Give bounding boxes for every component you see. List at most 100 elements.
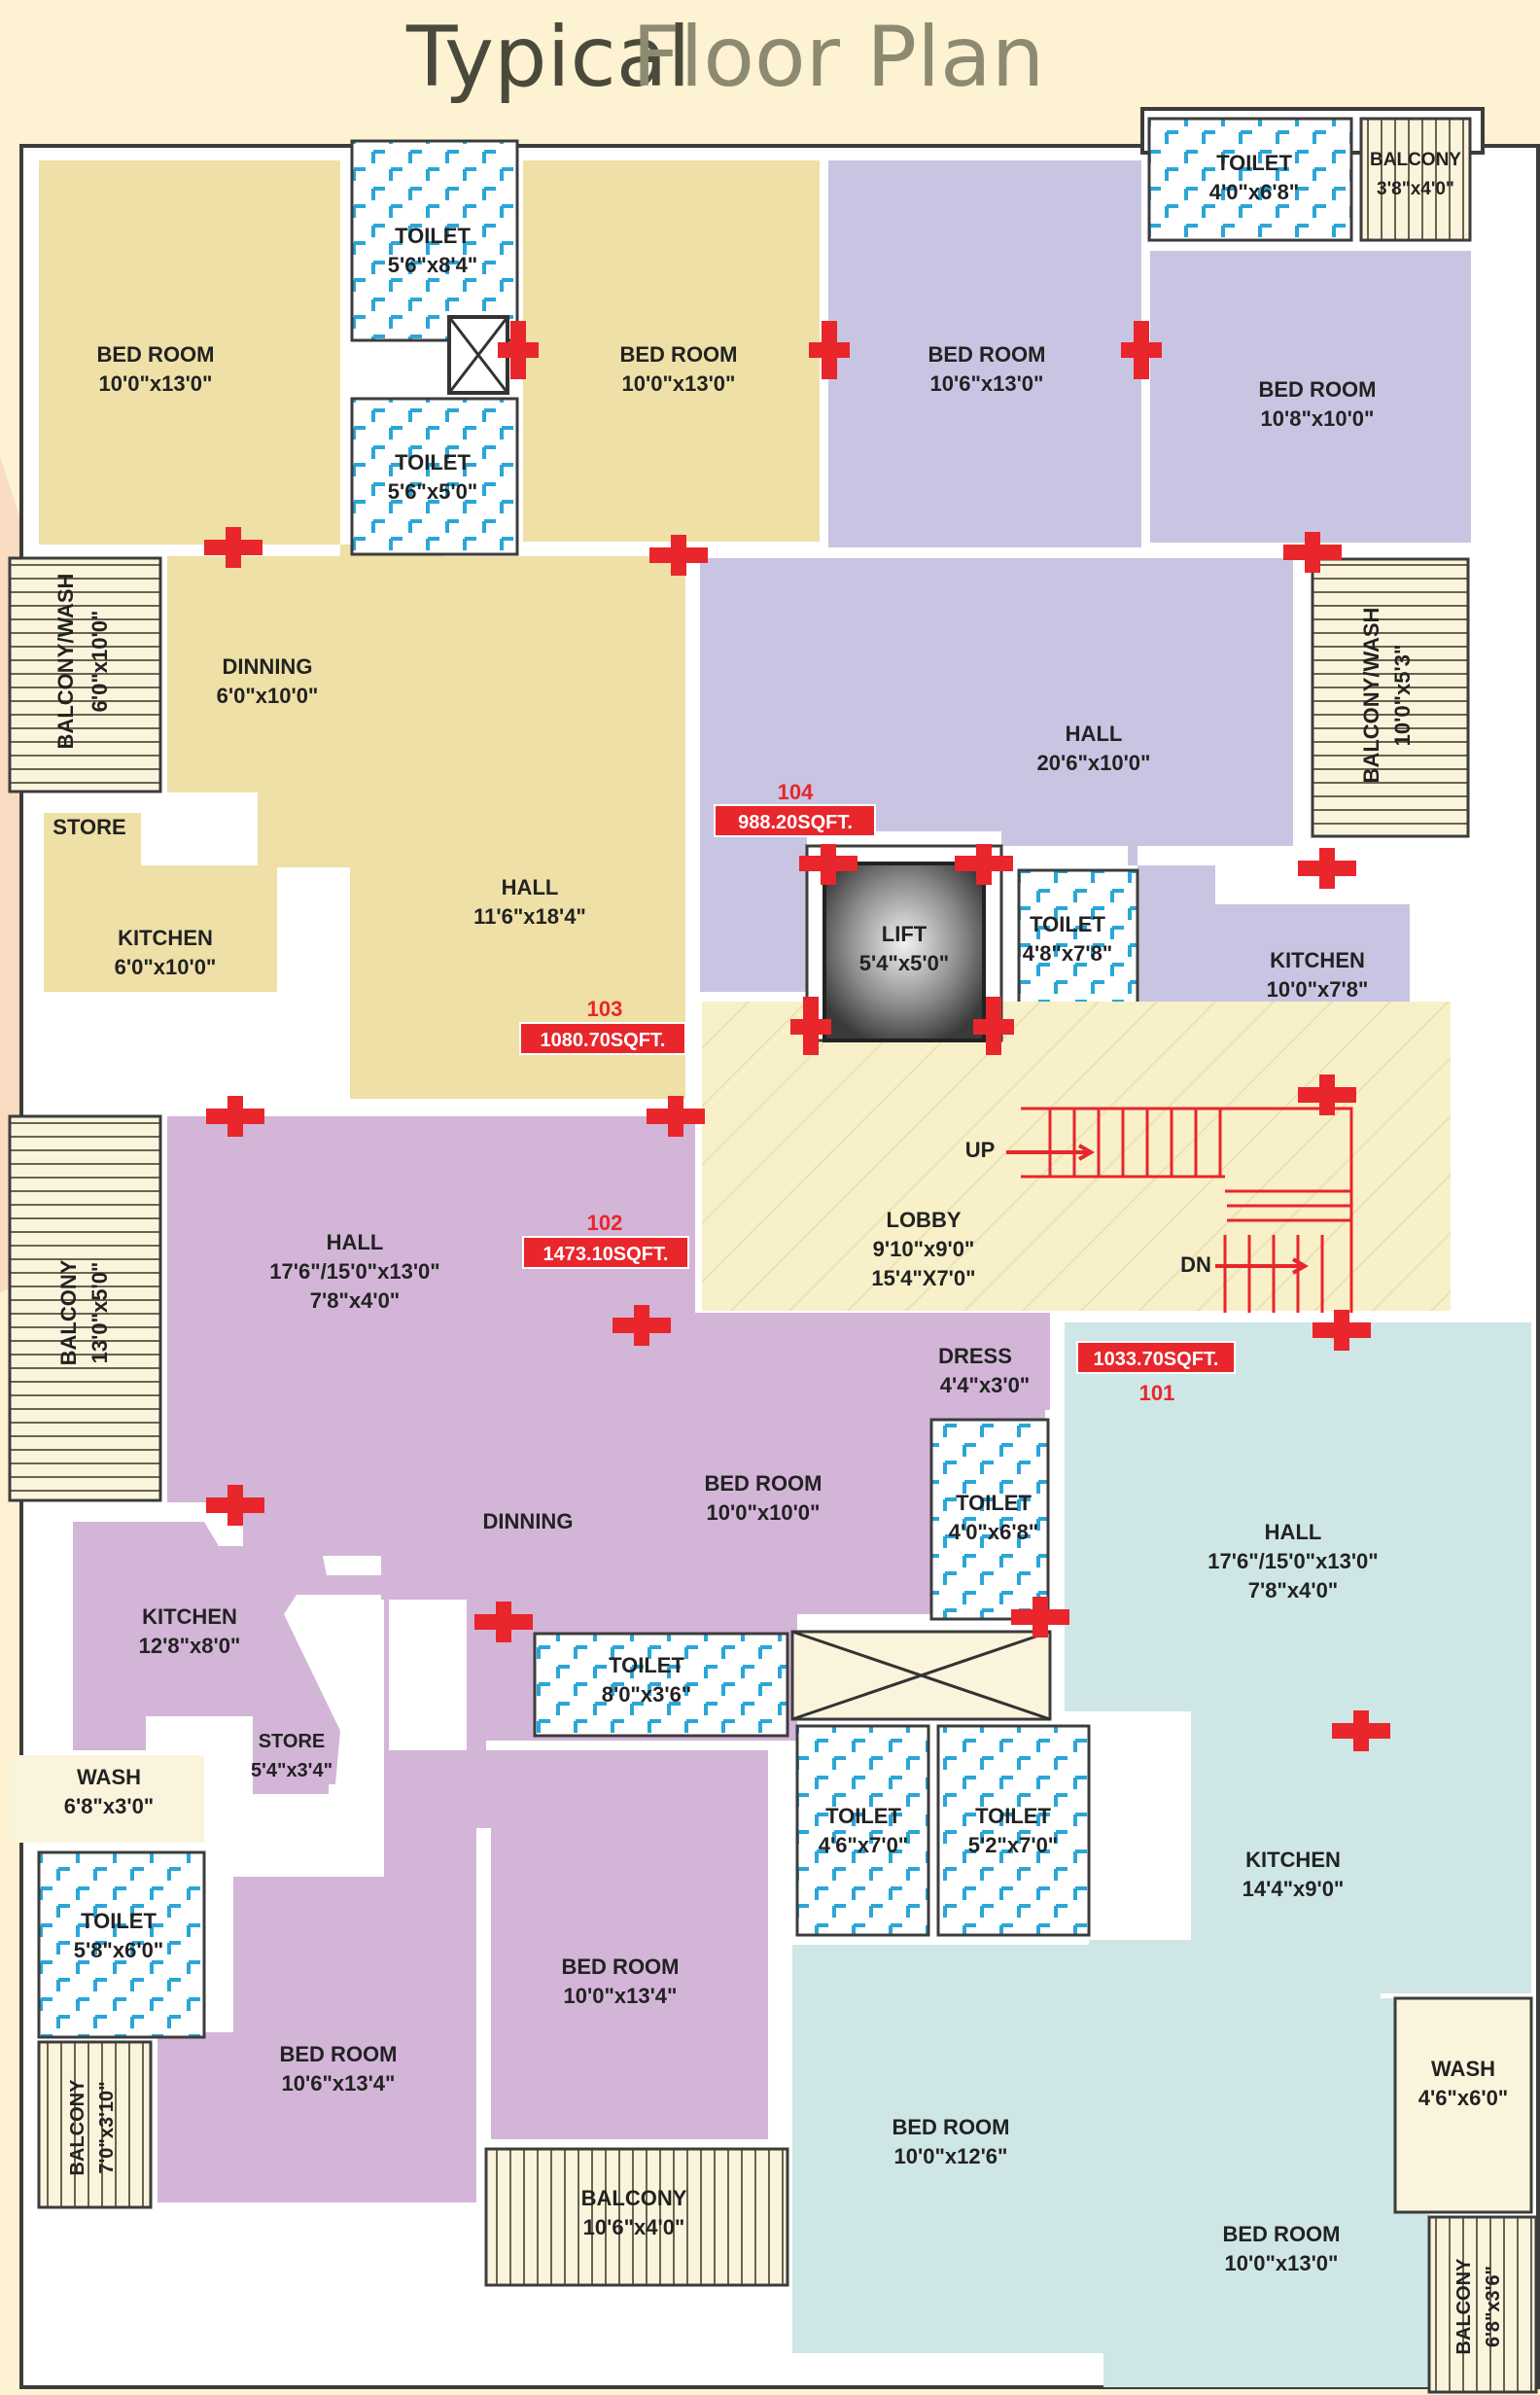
unit-number: 102 [587,1211,623,1235]
bedroom-103-1 [39,160,340,545]
unit-103 [8,139,820,1099]
room-dimension: 10'6"x13'4" [282,2071,396,2096]
room-dimension: 20'6"x10'0" [1037,751,1151,775]
room-name: TOILET [975,1804,1051,1828]
room-name: WASH [77,1765,141,1789]
room-dimension: 13'0"x5'0" [88,1262,112,1364]
room-dimension: 6'8"x3'6" [1483,2266,1504,2347]
unit-badge-102: 102 1473.10SQFT. [522,1211,689,1269]
unit-area: 1080.70SQFT. [541,1030,666,1051]
doors [204,321,1390,1751]
room-dimension: 4'8"x7'8" [1023,941,1113,966]
room-dimension: 4'6"x6'0" [1418,2086,1509,2110]
lobby-core [702,844,1451,1313]
unit-badge-103: 103 1080.70SQFT. [519,997,686,1055]
room-name: TOILET [956,1491,1032,1515]
room-dimension: 4'4"x3'0" [940,1373,1031,1397]
toilet-102-2 [533,1632,789,1738]
room-dimension: 10'0"x7'8" [1267,977,1369,1002]
room-name: BALCONY/WASH [1359,608,1383,784]
room-name: BED ROOM [280,2042,398,2066]
unit-area: 988.20SQFT. [738,812,853,833]
title-part-floor-plan: Floor Plan [632,9,1044,106]
room-dimension: 8'0"x3'6" [602,1682,692,1707]
room-dimension: 9'10"x9'0" [873,1237,975,1261]
room-name: BALCONY [56,1259,81,1365]
lift [822,862,986,1042]
room-dimension: 5'6"x8'4" [388,253,478,277]
room-dimension: 6'8"x3'0" [64,1794,155,1818]
balcony-104-1 [1359,117,1472,242]
kitchen-101 [1201,1721,1531,1993]
wash-101 [1393,1996,1533,2214]
room-dimension: 15'4"X7'0" [871,1266,975,1290]
room-name: LOBBY [887,1208,962,1232]
room-dimension: 6'0"x10'0" [115,955,217,979]
room-name: BALCONY [581,2186,687,2210]
stair-down-label: DN [1180,1252,1211,1277]
room-dimension: 10'8"x10'0" [1261,406,1375,431]
room-name: DRESS [938,1344,1012,1368]
stair-up-label: UP [965,1138,996,1162]
unit-number: 104 [778,780,814,804]
room-dimension: 17'6"/15'0"x13'0" [269,1259,439,1284]
room-dimension: 5'8"x6'0" [74,1938,164,1962]
room-name: TOILET [395,224,471,248]
room-name: BED ROOM [1259,377,1377,402]
unit-area: 1473.10SQFT. [543,1244,669,1265]
room-name: KITCHEN [1270,948,1365,972]
bedrooms-101 [792,1940,1531,2387]
room-name: BALCONY [1453,2258,1475,2355]
room-name: BED ROOM [620,342,738,367]
store-102 [253,1716,329,1794]
kitchen-102 [73,1522,340,1784]
room-name: BALCONY/WASH [53,574,78,750]
room-name: TOILET [1216,151,1292,175]
toilet-102-3 [37,1850,206,2039]
room-dimension: 7'8"x4'0" [1248,1578,1339,1603]
room-name: TOILET [609,1653,684,1677]
store-103 [44,813,141,865]
room-name: BED ROOM [892,2115,1010,2139]
bedroom-104-1 [828,160,1141,547]
room-dimension: 5'6"x5'0" [388,479,478,504]
room-dimension: 10'0"x5'3" [1390,645,1415,747]
room-name: TOILET [825,1804,901,1828]
room-dimension: 11'6"x18'4" [473,904,586,929]
room-dimension: 5'4"x5'0" [859,951,950,975]
balcony-101 [1427,2215,1538,2394]
room-name: KITCHEN [1245,1848,1341,1872]
room-dimension: 10'0"x10'0" [707,1500,821,1525]
room-name: BED ROOM [562,1955,680,1979]
room-labels: BED ROOM 10'0"x13'0" TOILET 5'6"x8'4" BE… [52,150,1508,2354]
toilet-102-1 [929,1418,1050,1621]
page-title: Typical Floor Plan [405,9,1044,106]
room-name: DINNING [223,654,313,679]
toilet-101-2 [936,1724,1091,1937]
unit-area: 1033.70SQFT. [1094,1349,1219,1370]
toilet-101-1 [795,1724,930,1937]
wash-102 [10,1755,204,1843]
toilet-103-1 [350,139,519,342]
room-dimension: 10'6"x13'0" [930,371,1044,396]
room-name: LIFT [882,922,928,946]
room-dimension: 10'0"x13'0" [622,371,736,396]
room-dimension: 6'0"x10'0" [88,611,112,713]
unit-102 [8,1114,1050,2287]
unit-badge-101: 1033.70SQFT. 101 [1076,1341,1236,1405]
room-dimension: 12'8"x8'0" [139,1634,241,1658]
room-name: WASH [1431,2057,1495,2081]
room-name: KITCHEN [142,1604,237,1629]
room-name: BED ROOM [705,1471,822,1496]
lobby [702,1002,1451,1311]
room-dimension: 7'8"x4'0" [310,1288,401,1313]
room-name: HALL [1265,1520,1322,1544]
balcony-wash-104 [1311,557,1470,838]
room-name: BALCONY [1370,150,1461,170]
room-dimension: 6'0"x10'0" [217,684,319,708]
balcony-102-3 [484,2147,789,2287]
room-dimension: 10'0"x13'0" [1225,2251,1339,2275]
kitchen-103 [44,865,277,992]
room-dimension: 3'8"x4'0" [1377,179,1454,199]
